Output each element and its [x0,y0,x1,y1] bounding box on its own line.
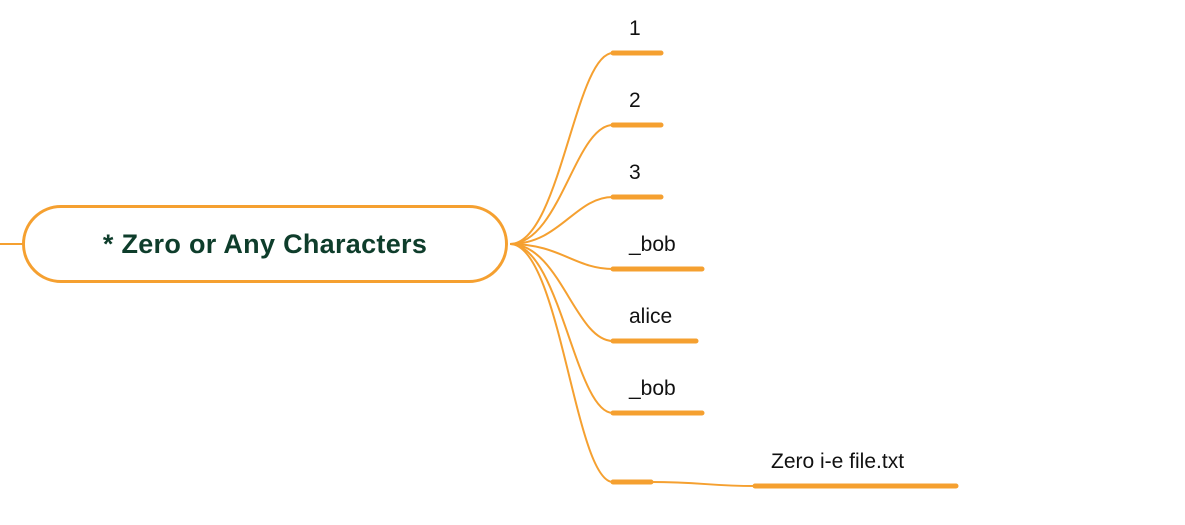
connector-branch-7 [509,243,614,483]
branch-label-4[interactable]: _bob [629,233,676,256]
branch-label-6[interactable]: _bob [629,377,676,400]
branch-label-1[interactable]: 1 [629,17,641,40]
central-topic-node[interactable]: * Zero or Any Characters [22,205,508,283]
connector-branch-2 [509,124,614,245]
connector-sub-branch-1 [650,481,756,487]
branch-label-2[interactable]: 2 [629,89,641,112]
connector-branch-6 [509,243,614,414]
connector-branch-4 [509,243,614,270]
branch-label-3[interactable]: 3 [629,161,641,184]
sub-branch-label-1[interactable]: Zero i-e file.txt [771,450,905,473]
connector-branch-5 [509,243,614,342]
connector-branch-3 [509,196,614,245]
connector-branch-1 [509,52,614,245]
central-topic-label: * Zero or Any Characters [102,228,428,259]
branch-label-5[interactable]: alice [629,305,673,328]
